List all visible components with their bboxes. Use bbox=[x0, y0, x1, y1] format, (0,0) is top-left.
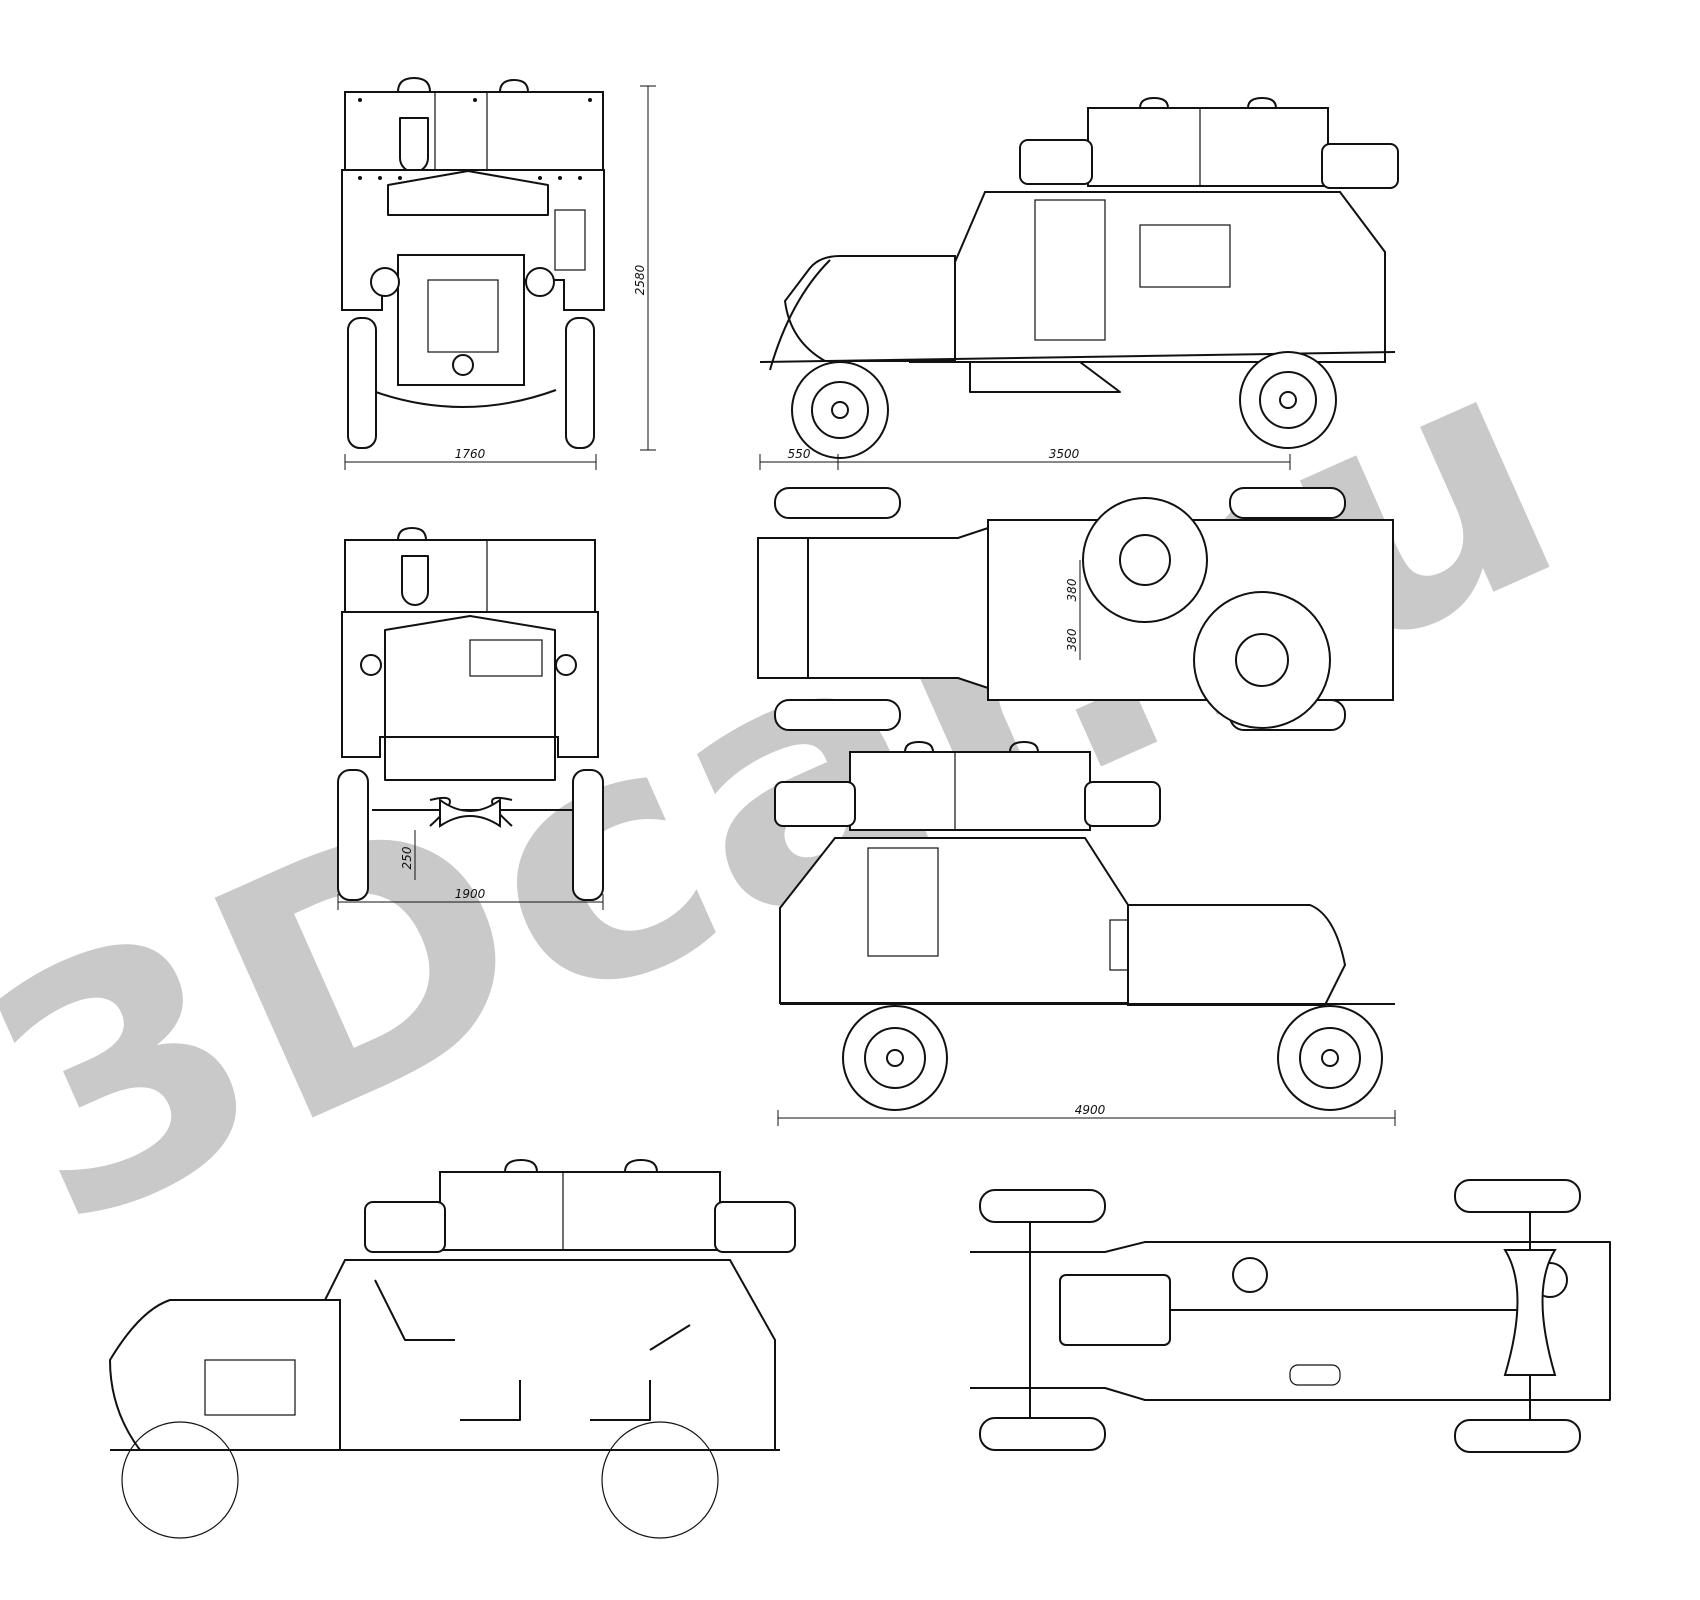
cutaway-steering-wheel bbox=[374, 1279, 455, 1341]
side-left-front-wheel bbox=[1277, 1005, 1383, 1111]
front-radiator-armor bbox=[397, 254, 525, 386]
top-engine-deck bbox=[807, 526, 989, 690]
chassis-engine bbox=[1059, 1274, 1171, 1346]
front-headlamp-left bbox=[370, 267, 400, 297]
side-left-rear-wheel bbox=[842, 1005, 948, 1111]
dim-front-height: 2580 bbox=[633, 264, 647, 295]
side-right-gun-shield-rear bbox=[1019, 139, 1093, 185]
chassis-rear-wheel-upper bbox=[1454, 1179, 1581, 1213]
front-turret bbox=[344, 91, 604, 171]
rear-door bbox=[384, 615, 556, 781]
chassis-steering-wheel-front bbox=[1232, 1257, 1268, 1293]
top-rear-wheel-upper bbox=[1229, 487, 1346, 519]
rear-wheel-left bbox=[337, 769, 369, 901]
side-right-front-wheel bbox=[791, 361, 889, 459]
chassis-frame bbox=[970, 1241, 1611, 1401]
cutaway-engine-bay bbox=[108, 1299, 341, 1451]
side-right-engine-hood bbox=[783, 255, 956, 362]
side-right-door bbox=[1034, 199, 1106, 341]
dim-wheelbase: 3500 bbox=[1049, 447, 1080, 461]
cutaway-turret bbox=[439, 1171, 721, 1251]
front-view: 2580 1760 bbox=[341, 77, 656, 470]
front-hatch bbox=[397, 77, 431, 93]
dim-turret-offset-b: 380 bbox=[1065, 628, 1079, 651]
side-view-left: 4900 bbox=[774, 741, 1396, 1126]
top-bonnet-front bbox=[757, 537, 811, 679]
side-left-gun-shield-front bbox=[1084, 781, 1161, 827]
side-left-fighting-compartment bbox=[779, 837, 1131, 1004]
cutaway-gun-shield-rear bbox=[364, 1201, 446, 1253]
top-front-wheel-upper bbox=[774, 487, 901, 519]
rear-view: 250 1900 bbox=[337, 527, 604, 910]
top-turret-front bbox=[1193, 591, 1331, 729]
chassis-rear-wheel-lower bbox=[1454, 1419, 1581, 1453]
dim-rear-track: 1900 bbox=[455, 887, 486, 901]
rear-wheel-right bbox=[572, 769, 604, 901]
side-right-rear-wheel bbox=[1239, 351, 1337, 449]
front-headlamp-right bbox=[525, 267, 555, 297]
side-left-turret bbox=[849, 751, 1091, 831]
dim-overall-length: 4900 bbox=[1075, 1103, 1106, 1117]
dim-side-overhang: 550 bbox=[788, 447, 811, 461]
side-right-fighting-compartment bbox=[909, 191, 1386, 363]
cutaway-seats bbox=[460, 1380, 651, 1421]
side-left-engine-hood bbox=[1127, 904, 1347, 1006]
side-right-gun-shield-front bbox=[1321, 143, 1399, 189]
side-left-door bbox=[867, 847, 939, 957]
side-left-gun-shield-rear bbox=[774, 781, 856, 827]
top-view: 380 380 bbox=[757, 487, 1394, 731]
cutaway-front-wheel bbox=[121, 1421, 239, 1539]
side-right-turret bbox=[1087, 107, 1329, 187]
chassis-rear-differential bbox=[1503, 1249, 1557, 1376]
front-wheel-left bbox=[347, 317, 377, 449]
chassis-plan bbox=[970, 1179, 1611, 1453]
front-wheel-right bbox=[565, 317, 595, 449]
cutaway-hull bbox=[304, 1259, 776, 1451]
dim-turret-offset-a: 380 bbox=[1065, 578, 1079, 601]
cutaway-gun-shield-front bbox=[714, 1201, 796, 1253]
chassis-fuel-tank bbox=[1289, 1364, 1341, 1386]
dim-rear-clearance: 250 bbox=[400, 846, 414, 869]
top-turret-rear bbox=[1082, 497, 1208, 623]
side-view-right: 550 3500 bbox=[759, 97, 1399, 470]
chassis-front-wheel-lower bbox=[979, 1417, 1106, 1451]
chassis-front-wheel-upper bbox=[979, 1189, 1106, 1223]
cutaway-rear-wheel bbox=[601, 1421, 719, 1539]
dim-front-track: 1760 bbox=[455, 447, 486, 461]
top-front-wheel-lower bbox=[774, 699, 901, 731]
side-right-hatch bbox=[1139, 224, 1231, 288]
cutaway-section bbox=[108, 1159, 796, 1539]
rear-differential bbox=[439, 798, 501, 828]
rear-turret bbox=[344, 539, 596, 613]
rear-body bbox=[341, 611, 599, 758]
